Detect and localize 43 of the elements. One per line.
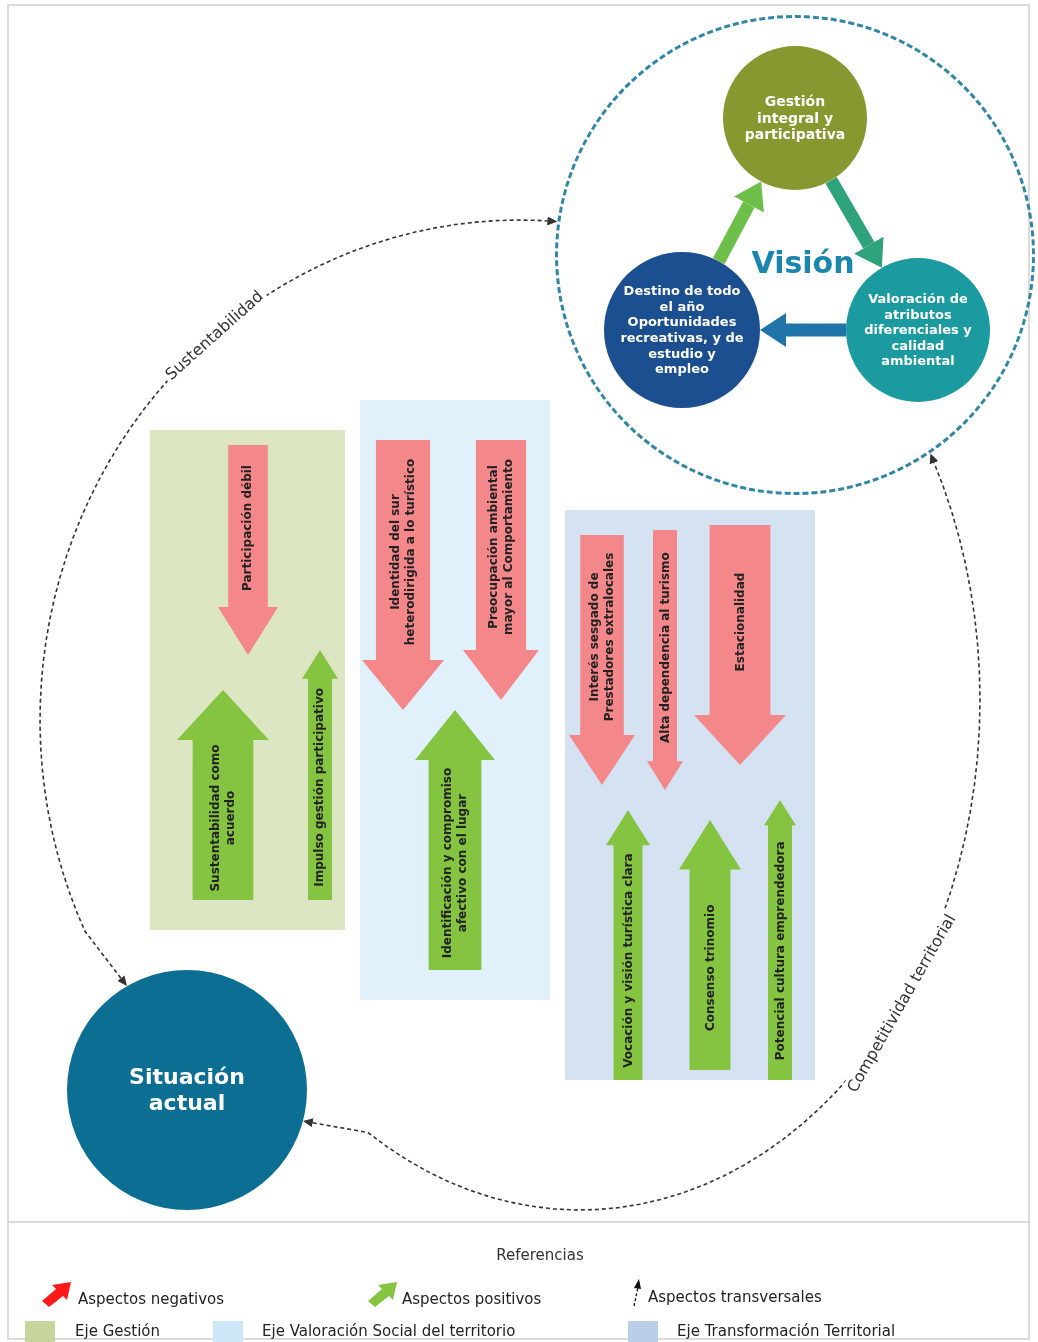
band (565, 510, 815, 1080)
arrow-label: Identificación y compromiso afectivo con el lugar (440, 766, 470, 961)
circle-label: Valoración de atributos diferenciales y calidad ambiental (863, 291, 973, 369)
positive-aspect-banner (176, 690, 269, 900)
arrow-label: Estacionalidad (732, 572, 748, 672)
negative-aspect-banner (647, 530, 683, 790)
arrow-label: Interés sesgado de Prestadores extralocales (587, 551, 617, 724)
arrow-label: Participación débil (240, 465, 255, 591)
negative-aspect-banner (694, 525, 786, 765)
legend-label: Aspectos negativos (78, 1290, 225, 1308)
circle-label: Situación actual (128, 1063, 246, 1117)
arrow-label: Impulso gestión participativo (312, 688, 327, 887)
arrow-label: Identidad del sur heterodirigida a lo turístico (388, 457, 418, 648)
circle-label: Gestión integral y participativa (743, 92, 847, 144)
legend-label: Eje Transformación Territorial (677, 1322, 896, 1340)
negative-aspect-banner (362, 440, 444, 710)
legend-label: Aspectos transversales (648, 1288, 822, 1306)
circle-label: Destino de todo el año Oportunidades recreativas, y de estudio y empleo (619, 283, 745, 377)
positive-aspect-banner (415, 710, 495, 970)
arrow-label: Sustentabilidad como acuerdo (207, 743, 238, 894)
negative-aspect-banner (463, 440, 539, 700)
arrow-label: Consenso trinomio (702, 904, 718, 1031)
negative-aspect-banner (569, 535, 635, 785)
positive-aspect-banner (764, 800, 796, 1080)
arrow-label: Preocupación ambiental mayor al Comportamiento (486, 457, 516, 638)
legend-title: Referencias (496, 1246, 584, 1264)
arrow-label: Alta dependencia al turismo (657, 552, 673, 743)
chevron-arrow (825, 177, 882, 268)
legend-label: Eje Gestión (75, 1322, 161, 1340)
arrow-label: Vocación y visión turística clara (620, 853, 636, 1068)
curved-arrow (39, 216, 557, 986)
chevron-arrow (712, 181, 762, 265)
positive-aspect-banner (679, 820, 741, 1070)
vision-label: Visión (751, 244, 855, 280)
dashed-circle (555, 15, 1035, 495)
legend-label: Eje Valoración Social del territorio (262, 1322, 516, 1340)
band (150, 430, 345, 930)
positive-aspect-banner (301, 650, 338, 900)
legend-label: Aspectos positivos (402, 1290, 542, 1308)
positive-aspect-banner (606, 810, 650, 1080)
arrow-label: Potencial cultura emprendedora (772, 841, 788, 1061)
negative-aspect-banner (217, 445, 278, 655)
band (360, 400, 550, 1000)
